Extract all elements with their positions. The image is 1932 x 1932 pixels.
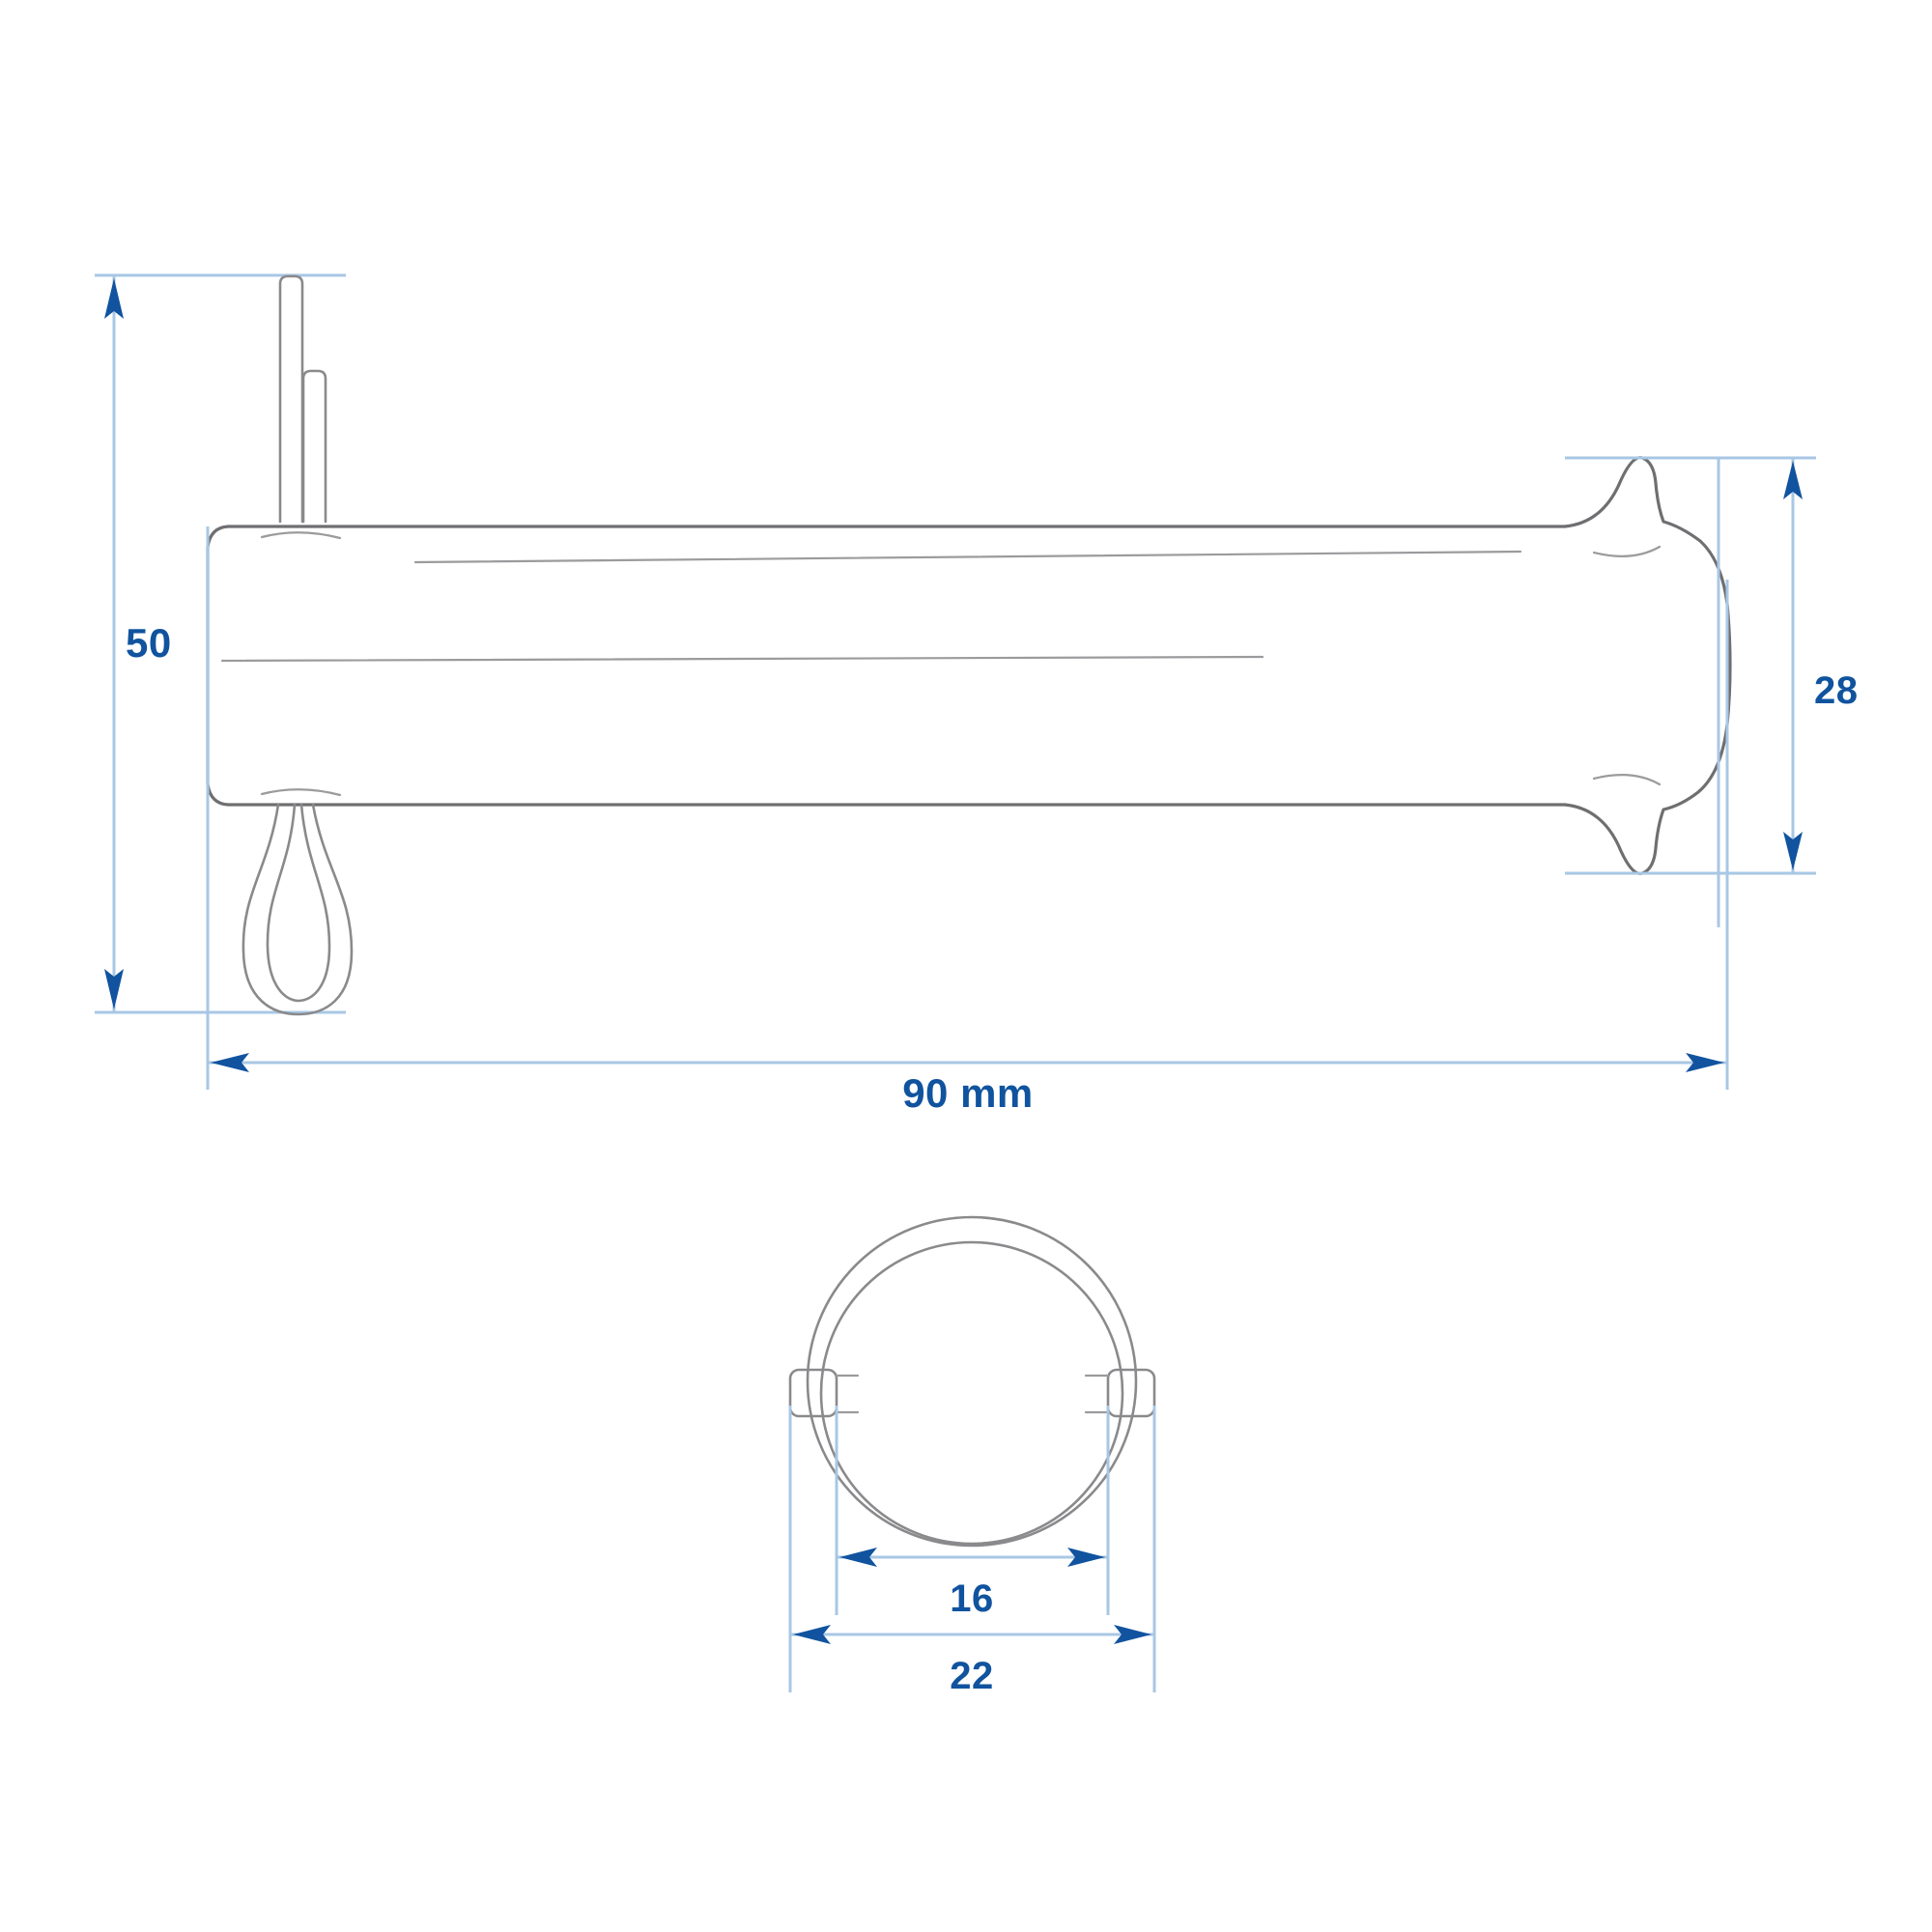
cotter-entry-arc-top [260,531,342,540]
cotter-loop-inner [266,803,331,1003]
ring-tab-right [1106,1368,1156,1418]
arrowhead-28-top [1783,461,1803,499]
dimension-28-group: 28 [1565,456,1859,927]
dimension-22-group: 22 [788,1406,1156,1697]
dimension-label-50: 50 [126,620,172,666]
arrowhead-50-top [104,278,124,319]
body-highlight-line-middle [220,655,1264,663]
arrowhead-16-left [839,1548,877,1567]
dimension-50-group: 50 [95,273,346,1014]
dimension-label-90mm: 90 mm [902,1070,1034,1116]
cotter-entry-arc-bottom [260,788,342,797]
arrowhead-22-right [1114,1625,1151,1644]
arrowhead-28-bottom [1783,832,1803,870]
dimension-label-16: 16 [950,1577,994,1620]
arrowhead-90-left [211,1053,249,1072]
ring-outer-circle [806,1215,1138,1548]
arrowhead-22-left [793,1625,831,1644]
ring-inner-circle [819,1240,1124,1546]
cotter-leg-short [301,369,327,524]
dimension-16-group: 16 [835,1406,1110,1620]
pin-head-right-outline [1563,456,1732,875]
side-view-pin [206,274,1732,1016]
dimension-label-28: 28 [1814,669,1859,712]
dimension-90mm-group: 90 mm [206,526,1729,1116]
pin-head-notch-arc-top [1592,545,1662,557]
ring-tab-left [788,1368,838,1418]
ring-view [788,1215,1156,1548]
cotter-leg-long [278,274,304,524]
dimension-label-22: 22 [950,1655,994,1697]
arrowhead-50-bottom [104,969,124,1009]
pin-body-left-and-bottom [206,525,1567,807]
pin-head-notch-arc-bottom [1592,774,1662,786]
arrowhead-90-right [1686,1053,1724,1072]
arrowhead-16-right [1067,1548,1105,1567]
body-highlight-line-upper [413,550,1522,564]
cotter-loop-outer [242,803,354,1016]
